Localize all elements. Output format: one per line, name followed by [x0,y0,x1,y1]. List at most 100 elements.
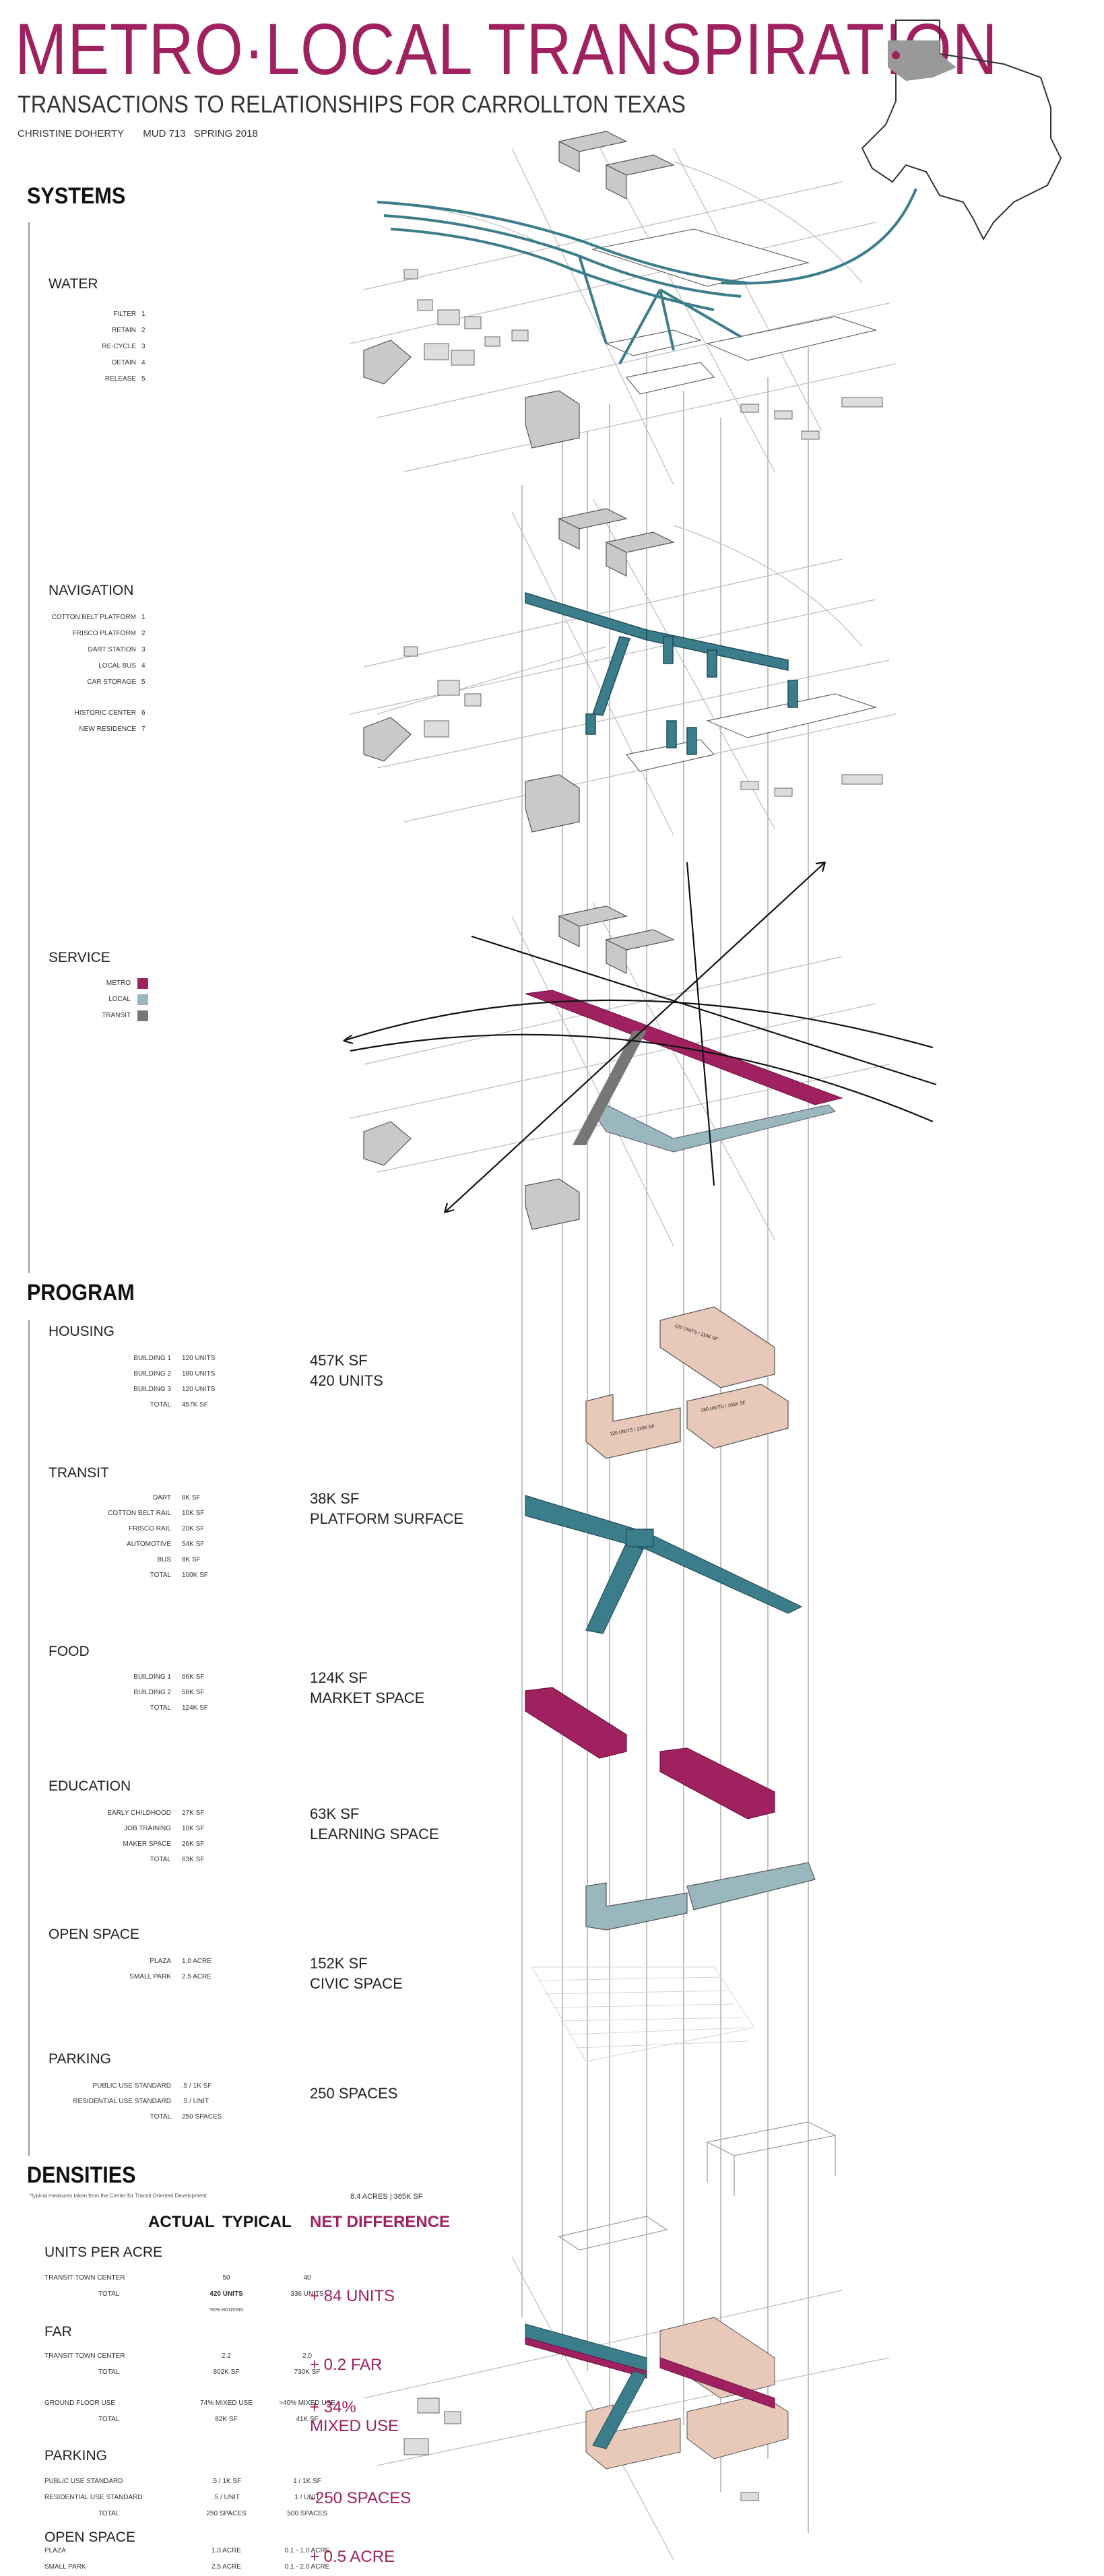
systems-heading: SYSTEMS [27,183,126,209]
actual-column-header: ACTUAL [148,2213,215,2231]
housing-tag: 180 UNITS / 165K SF [700,1400,746,1413]
water-heading: WATER [48,276,98,292]
program-spine [28,1320,30,2156]
legend-item-metro: METRO [34,975,148,992]
program-heading: PROGRAM [27,1280,135,1306]
table-row: PUBLIC USE STANDARD.5 / 1K SF [92,2082,212,2090]
navigation-heading: NAVIGATION [48,583,134,598]
page-subtitle: TRANSACTIONS TO RELATIONSHIPS FOR CARROL… [18,90,686,118]
course: MUD 713 [143,128,186,139]
densities-heading: DENSITIES [27,2162,136,2188]
mixed-use-net: + 34%MIXED USE [310,2398,399,2435]
density-diagram [363,2121,890,2561]
projection-lines [521,337,809,2533]
systems-spine [28,222,30,1273]
byline: CHRISTINE DOHERTY MUD 713 SPRING 2018 [18,128,274,139]
legend-item-transit: TRANSIT [34,1008,148,1024]
page-title: METRO·LOCAL TRANSPIRATION [15,8,998,90]
density-parking-heading: PARKING [44,2448,107,2464]
density-open-space-heading: OPEN SPACE [44,2530,135,2545]
net-difference-header: NET DIFFERENCE [310,2213,451,2231]
housing-tag: 120 UNITS / 110K SF [609,1424,655,1437]
term: SPRING 2018 [193,128,258,139]
legend-item-local: LOCAL [34,992,148,1008]
parking-heading: PARKING [48,2051,111,2067]
table-row: RESIDENTIAL USE STANDARD.5 / UNIT [73,2098,209,2105]
service-diagram [343,861,937,1247]
food-heading: FOOD [48,1644,90,1659]
navigation-diagram [350,498,897,836]
housing-heading: HOUSING [48,1324,115,1339]
far-net: + 0.2 FAR [310,2356,383,2374]
open-space-net: + 0.5 ACRE [310,2548,395,2566]
parking-summary: 250 SPACES [310,2085,398,2102]
housing-tag: 120 UNITS / 110K SF [674,1323,719,1343]
far-heading: FAR [44,2324,72,2340]
education-heading: EDUCATION [48,1778,131,1794]
service-heading: SERVICE [48,950,110,965]
open-space-heading: OPEN SPACE [48,1927,139,1942]
typical-column-header: TYPICAL [222,2213,292,2231]
open-space-grid [531,1966,755,2062]
local-band [592,1104,836,1153]
education-blocks [585,1862,816,1931]
service-legend: METRO LOCAL TRANSIT [34,975,148,1024]
densities-note: *typical measures taken from the Center … [30,2193,207,2199]
parking-net: -250 SPACES [310,2489,412,2507]
water-diagram [350,131,917,486]
parking-table: PUBLIC USE STANDARD.5 / 1K SF RESIDENTIA… [61,2078,249,2125]
transit-band [573,1031,647,1145]
site-area: 8.4 ACRES | 365K SF [350,2193,423,2201]
author: CHRISTINE DOHERTY [18,128,125,139]
